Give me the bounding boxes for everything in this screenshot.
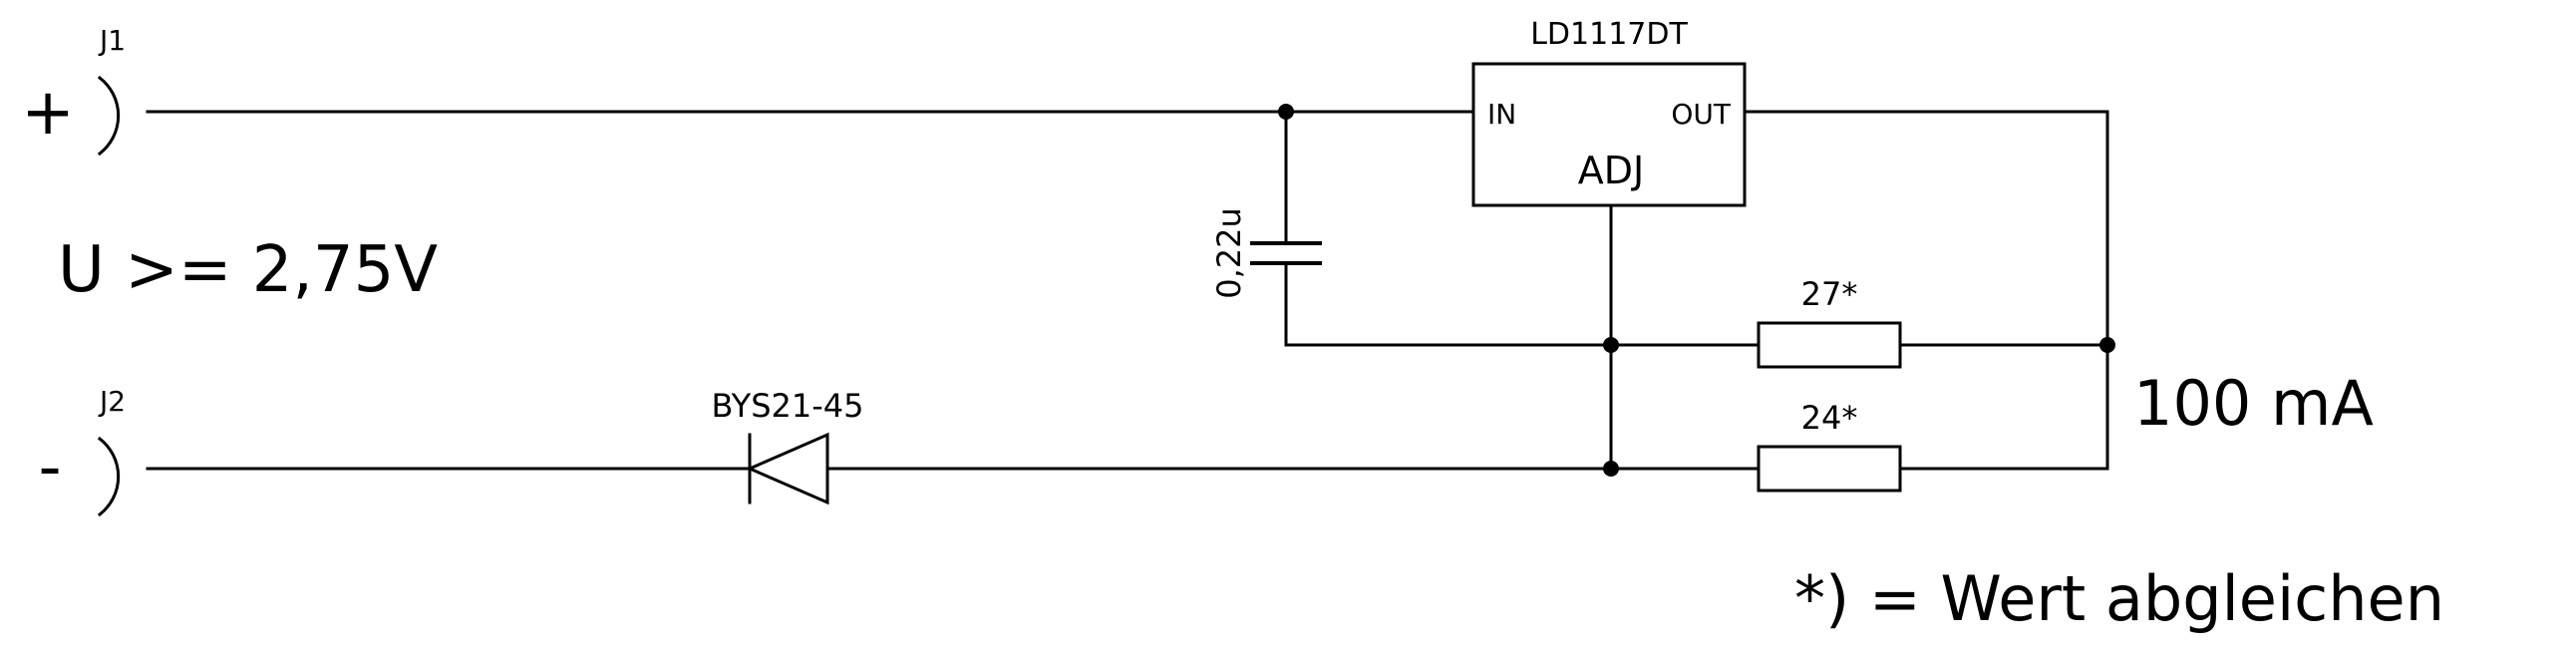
- regulator-pin-adj: ADJ: [1578, 149, 1644, 192]
- regulator-body: [1471, 62, 1747, 207]
- capacitor: 0,22u: [1210, 207, 1322, 299]
- junction-nodes: [1278, 104, 2115, 477]
- resistor-r1: 27*: [1757, 275, 1902, 369]
- junction-adj-r1: [1603, 337, 1619, 353]
- wires: [146, 110, 2109, 471]
- regulator-part: LD1117DT: [1530, 17, 1688, 52]
- resistor-r2: 24*: [1757, 399, 1902, 493]
- regulator: LD1117DT IN OUT ADJ: [1471, 17, 1747, 207]
- connector-j2-ref: J2: [98, 385, 126, 418]
- diode-triangle: [746, 432, 829, 505]
- junction-cap-top: [1278, 104, 1294, 120]
- diode: BYS21-45: [711, 387, 864, 505]
- regulator-pin-out: OUT: [1671, 98, 1732, 131]
- connector-j1-sign: +: [21, 76, 75, 150]
- resistor-r1-value: 27*: [1801, 275, 1858, 313]
- junction-right: [2099, 337, 2115, 353]
- resistor-r1-body: [1757, 321, 1902, 369]
- regulator-pin-in: IN: [1487, 98, 1516, 131]
- connector-j2: J2 -: [38, 385, 126, 517]
- diode-part: BYS21-45: [711, 387, 863, 425]
- connector-j1-arc: [97, 75, 121, 157]
- footnote: *) = Wert abgleichen: [1794, 562, 2444, 635]
- junction-adj-r2: [1603, 461, 1619, 477]
- connector-j1-ref: J1: [98, 24, 126, 57]
- input-voltage-note: U >= 2,75V: [58, 233, 438, 307]
- resistor-r2-value: 24*: [1801, 399, 1858, 437]
- output-current-note: 100 mA: [2133, 367, 2374, 440]
- resistor-r2-body: [1757, 445, 1902, 493]
- connector-j2-sign: -: [38, 431, 61, 504]
- connector-j1: J1 +: [21, 24, 126, 157]
- connector-j2-arc: [97, 436, 121, 517]
- capacitor-value: 0,22u: [1210, 207, 1248, 299]
